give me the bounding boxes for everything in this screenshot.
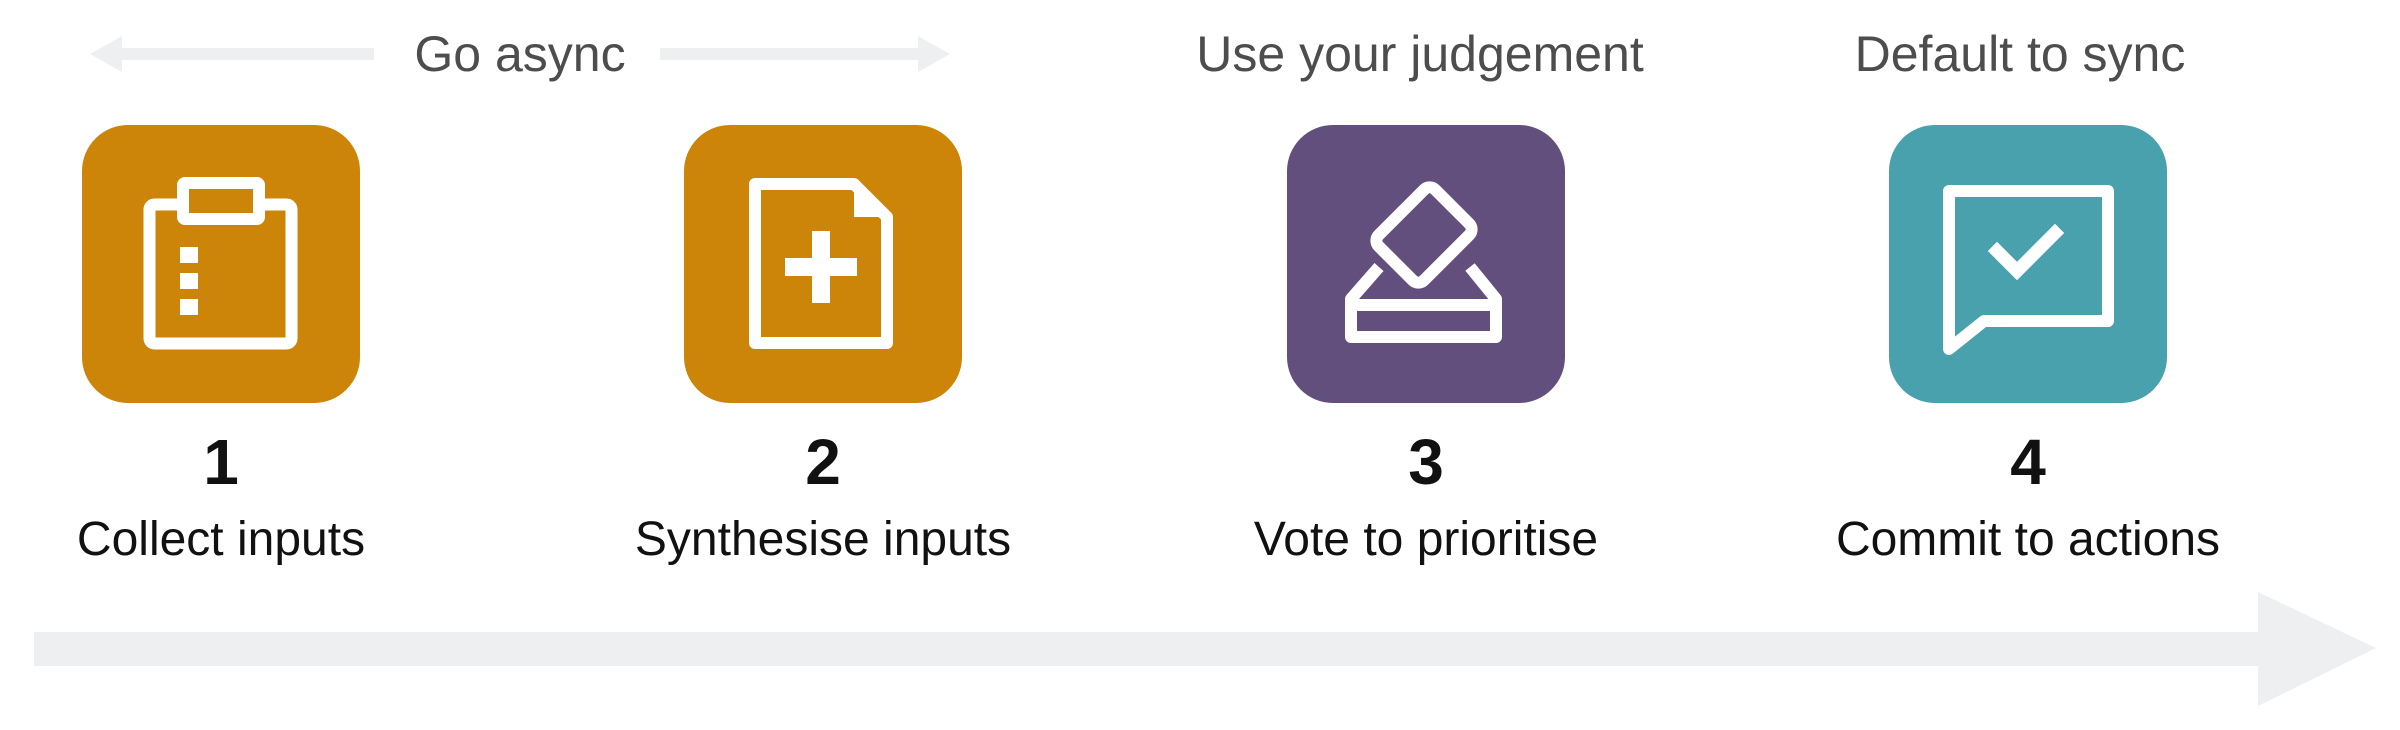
- step-2-tile: [684, 125, 962, 403]
- async-range-arrow: [90, 36, 950, 72]
- use-judgement-label: Use your judgement: [1196, 26, 1644, 82]
- default-sync-label: Default to sync: [1854, 26, 2186, 82]
- step-1-number: 1: [203, 426, 239, 498]
- step-1-tile: [82, 125, 360, 403]
- add-document-icon: [749, 178, 893, 349]
- step-3-tile: [1287, 125, 1565, 403]
- timeline-arrow: [34, 592, 2376, 706]
- step-4-label: Commit to actions: [1835, 513, 2221, 566]
- step-4-number: 4: [2010, 426, 2046, 498]
- clipboard-icon: [143, 177, 298, 350]
- step-1-label: Collect inputs: [76, 513, 366, 566]
- step-3-label: Vote to prioritise: [1253, 513, 1599, 566]
- step-3-number: 3: [1408, 426, 1444, 498]
- ballot-box-icon: [1345, 181, 1502, 343]
- step-4-tile: [1889, 125, 2167, 403]
- go-async-label: Go async: [414, 26, 626, 82]
- step-2-number: 2: [805, 426, 841, 498]
- step-2-label: Synthesise inputs: [634, 513, 1012, 566]
- chat-check-icon: [1943, 185, 2114, 355]
